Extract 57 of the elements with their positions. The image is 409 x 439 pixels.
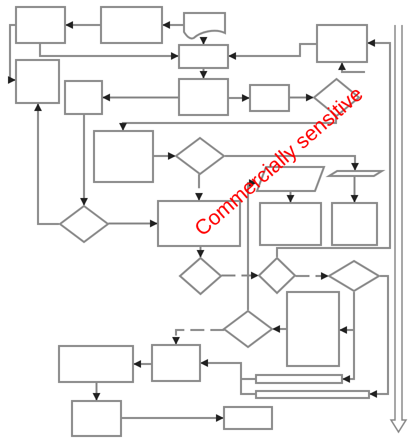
arrow [286,192,294,203]
process-bar [255,374,343,384]
arrow [34,103,59,225]
process-box [178,44,229,69]
process-box [15,59,60,104]
arrow [102,94,178,102]
process-box [249,84,290,112]
arrow [339,292,355,334]
process-box [178,78,229,116]
data-parallelogram [328,170,383,177]
arrow [108,220,158,228]
decision-diamond [258,257,296,294]
arrow [119,116,337,131]
arrow [276,39,391,257]
arrow [65,21,100,29]
arrow [172,329,224,345]
decision-diamond [223,310,273,348]
arrow [122,414,224,422]
arrow [196,247,204,258]
decision-diamond [59,205,109,243]
arrow [200,36,208,45]
process-box [331,202,378,246]
process-box [151,344,201,382]
arrow [221,272,259,280]
arrow [195,174,203,201]
process-box [58,345,134,383]
process-box [316,24,368,63]
arrow [350,177,358,203]
arrow [338,62,365,73]
process-box [15,6,66,44]
arrow [247,179,257,310]
decision-diamond [179,257,222,295]
process-box [93,130,154,183]
process-box [223,406,273,430]
process-bar [255,390,370,399]
arrow [272,325,286,333]
arrow [8,24,16,84]
process-box [64,80,103,115]
document-shape [183,12,226,38]
process-box [71,400,122,437]
arrow [80,115,88,206]
arrow [154,152,176,160]
arrow [295,272,329,280]
decision-diamond [328,260,380,292]
process-box [100,6,163,44]
arrow [225,155,359,171]
arrow [228,43,316,60]
arrow [162,21,183,29]
arrow [200,69,208,79]
arrow [92,383,100,401]
process-box [286,291,340,367]
arrow [200,359,255,395]
arrow [39,44,179,60]
arrow [133,360,151,368]
arrow [369,275,389,398]
arrow [229,94,250,102]
arrow [290,94,314,102]
